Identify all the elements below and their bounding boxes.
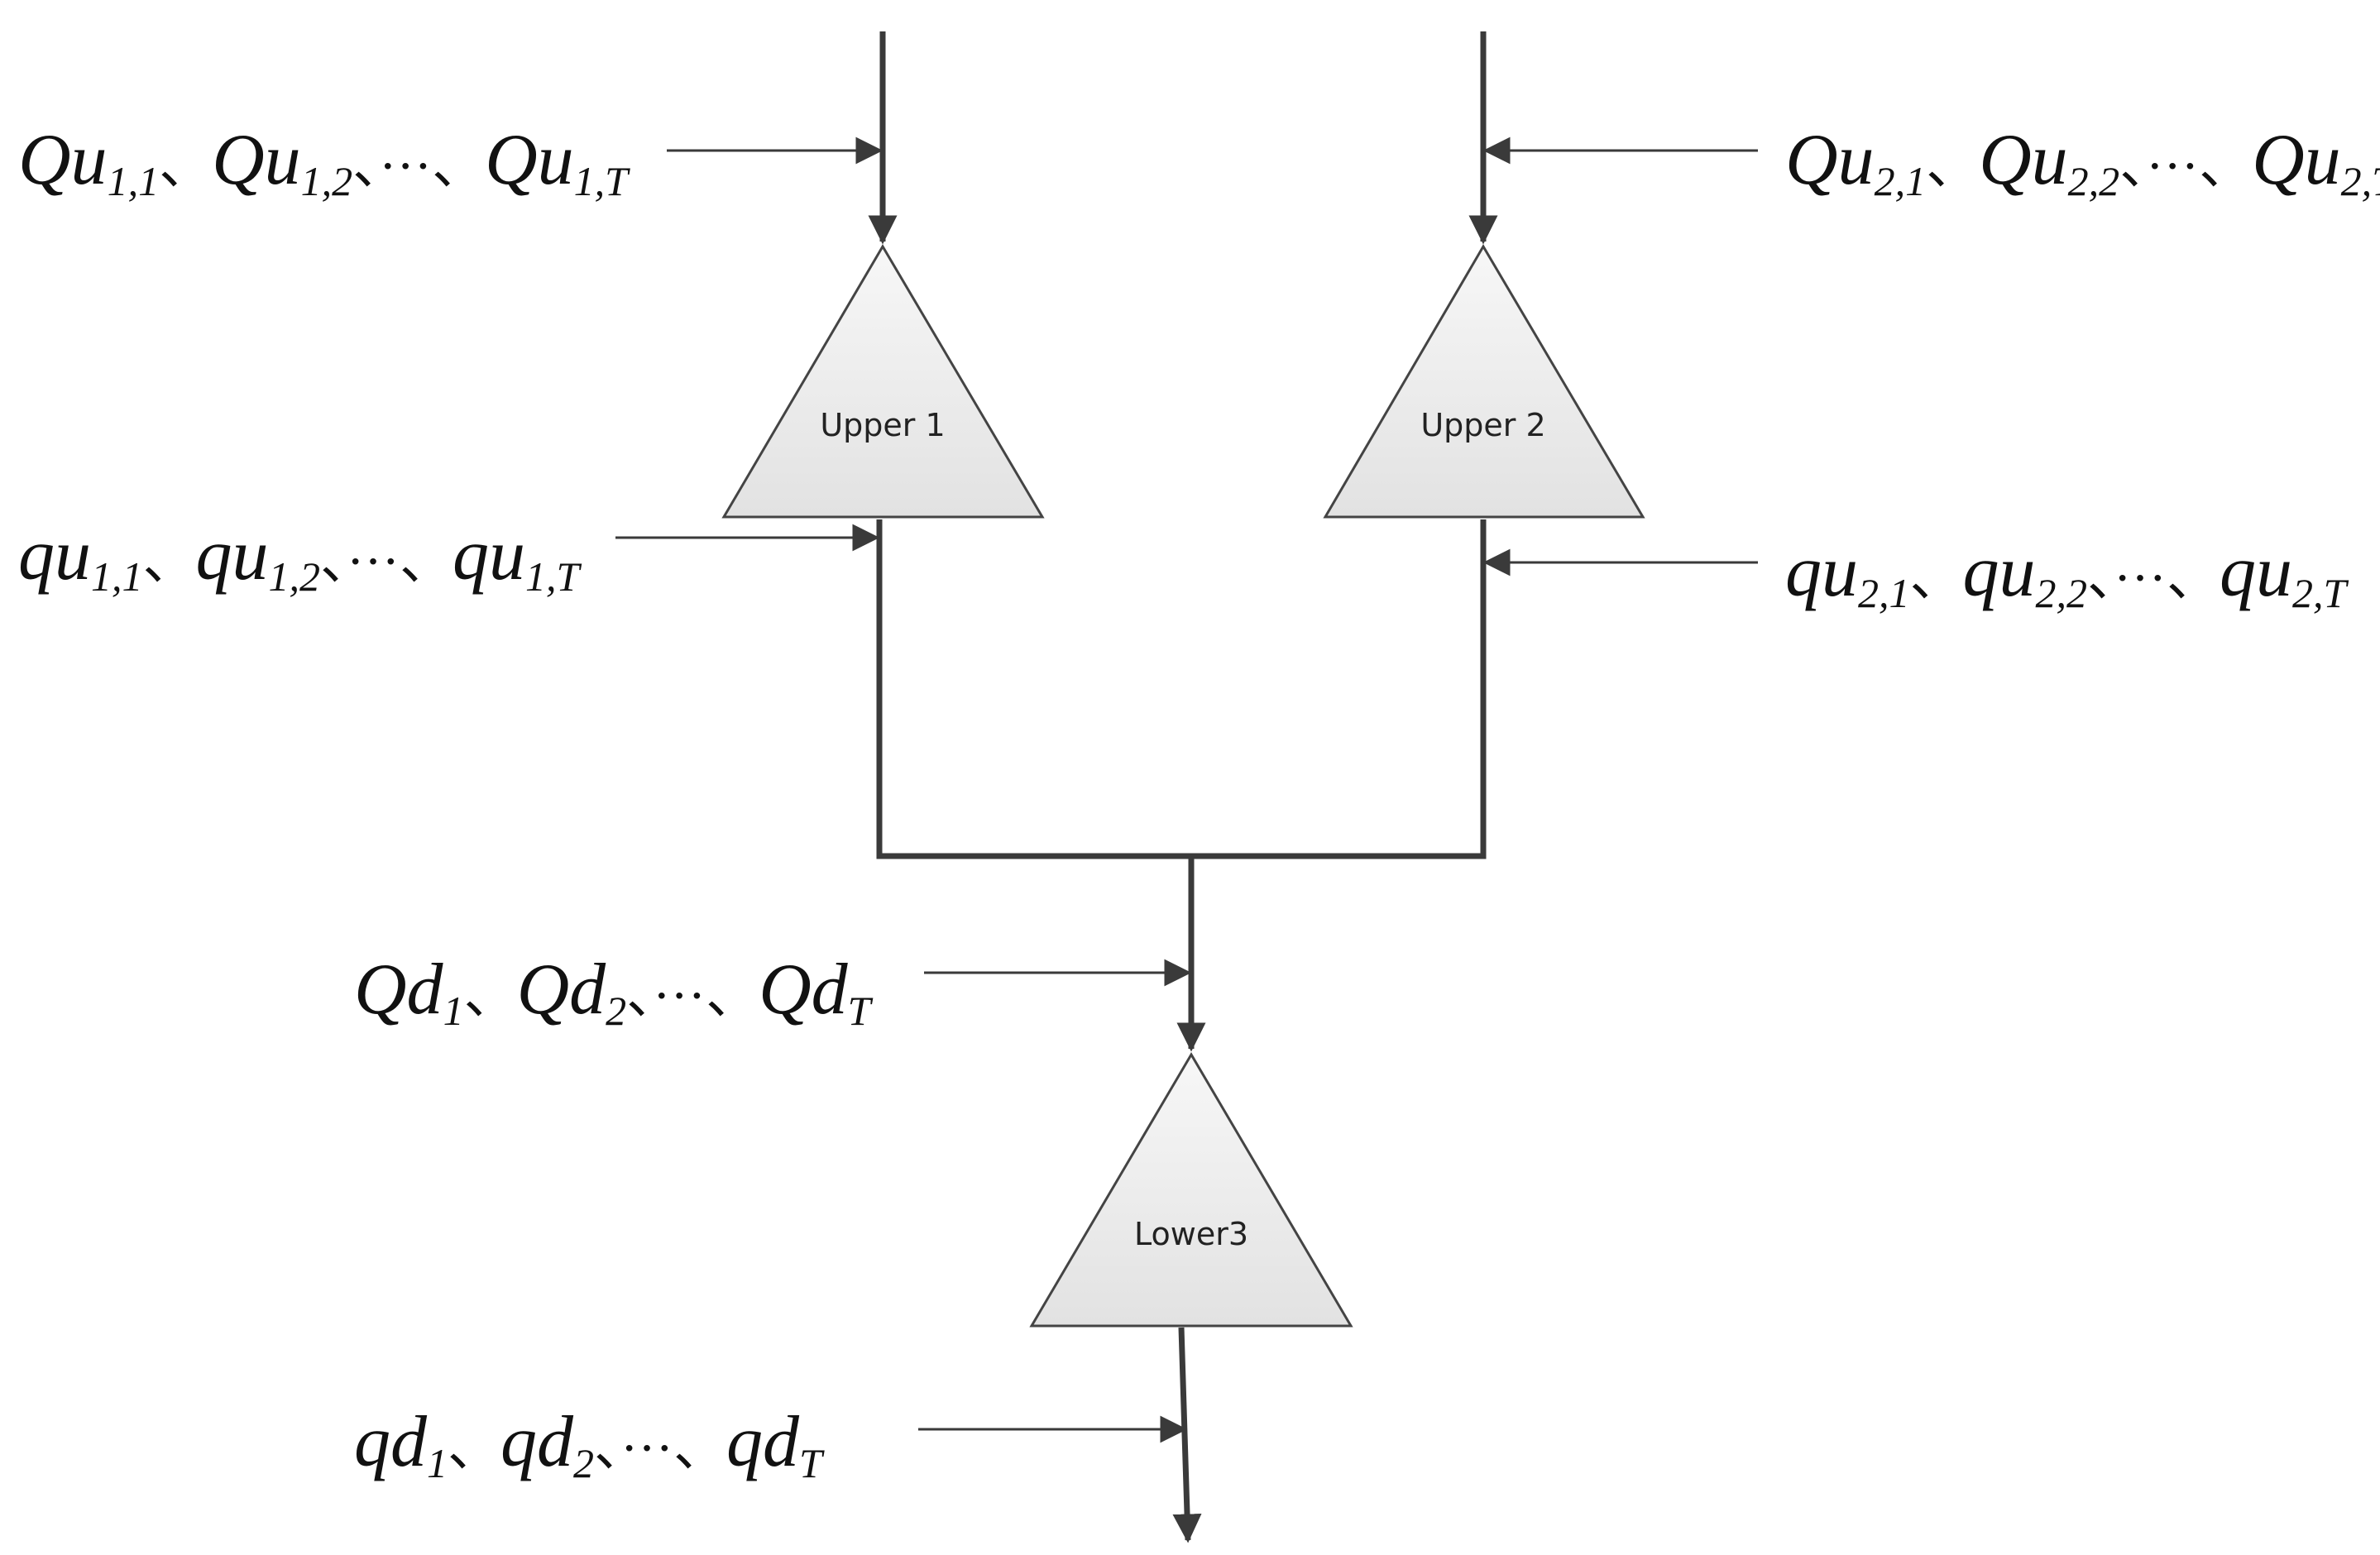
- series-term-subscript: 1,1: [91, 553, 143, 600]
- series-separator: 、: [1910, 548, 1963, 607]
- series-separator: 、: [448, 1419, 500, 1477]
- lower3-label: Lower3: [1134, 1216, 1248, 1252]
- series-term-subscript: 1: [427, 1440, 448, 1486]
- series-term-subscript: 2,1: [1875, 158, 1927, 204]
- series-term-subscript: 2,2: [2068, 158, 2120, 204]
- series-separator: 、: [2199, 136, 2252, 195]
- series-separator: 、: [159, 136, 212, 195]
- confluence-line: [876, 519, 1487, 859]
- series-term-subscript: 1,2: [269, 553, 321, 600]
- series-term-subscript: 2,2: [2036, 570, 2088, 616]
- series-term-subscript: 2,T: [2292, 570, 2349, 616]
- series-term-base: Qu: [2252, 120, 2341, 200]
- series-ellipsis: ···: [2146, 136, 2199, 195]
- series-separator: 、: [464, 966, 517, 1025]
- series-ellipsis: ···: [620, 1419, 673, 1477]
- series-term-base: Qd: [759, 950, 849, 1030]
- series-term-base: qd: [500, 1402, 574, 1482]
- series-term-base: Qd: [354, 950, 444, 1030]
- series-term-subscript: 2,T: [2341, 158, 2380, 204]
- series-term-subscript: 1,1: [108, 158, 160, 204]
- series-separator: 、: [143, 532, 196, 591]
- series-term-base: Qd: [517, 950, 607, 1030]
- series-term-base: Qu: [18, 120, 108, 200]
- series-separator: 、: [432, 136, 485, 195]
- upper1-reservoir: [721, 244, 1045, 519]
- series-separator: 、: [2087, 548, 2114, 607]
- lower-release-series: qd1、qd2、···、qdT: [354, 1402, 825, 1486]
- series-term-subscript: 2: [606, 988, 626, 1034]
- series-separator: 、: [673, 1419, 726, 1477]
- upper2-inflow-series: Qu2,1、Qu2,2、···、Qu2,T: [1785, 120, 2380, 204]
- series-separator: 、: [2119, 136, 2146, 195]
- series-term-base: qd: [354, 1402, 428, 1482]
- upper1-label: Upper 1: [820, 407, 945, 443]
- series-separator: 、: [400, 532, 453, 591]
- series-term-base: qd: [726, 1402, 800, 1482]
- series-term-base: qu: [1785, 532, 1858, 612]
- lower-inflow-series: Qd1、Qd2、···、QdT: [354, 950, 874, 1034]
- series-term-base: Qu: [485, 120, 574, 200]
- series-separator: 、: [320, 532, 347, 591]
- series-separator: 、: [626, 966, 653, 1025]
- series-ellipsis: ···: [347, 532, 400, 591]
- series-term-base: qu: [1963, 532, 2036, 612]
- lower3-reservoir: [1029, 1052, 1353, 1328]
- series-term-base: qu: [196, 515, 269, 596]
- series-separator: 、: [2167, 548, 2220, 607]
- series-term-subscript: T: [848, 988, 874, 1034]
- series-term-subscript: 1,T: [574, 158, 631, 204]
- series-term-base: qu: [453, 515, 525, 596]
- series-ellipsis: ···: [2114, 548, 2167, 607]
- upper2-label: Upper 2: [1420, 407, 1545, 443]
- series-ellipsis: ···: [653, 966, 706, 1025]
- series-term-base: Qu: [1979, 120, 2068, 200]
- series-term-base: qu: [2220, 532, 2292, 612]
- series-ellipsis: ···: [379, 136, 432, 195]
- series-separator: 、: [594, 1419, 620, 1477]
- series-term-subscript: 1: [443, 988, 464, 1034]
- series-term-subscript: 2: [573, 1440, 594, 1486]
- upper2-reservoir: [1323, 244, 1645, 519]
- lower-release-line: [1172, 1327, 1202, 1543]
- upper2-release-series: qu2,1、qu2,2、···、qu2,T: [1785, 532, 2349, 616]
- upper1-release-series: qu1,1、qu1,2、···、qu1,T: [18, 515, 582, 600]
- series-separator: 、: [352, 136, 379, 195]
- series-term-base: Qu: [1785, 120, 1875, 200]
- series-term-base: qu: [18, 515, 91, 596]
- series-term-subscript: T: [799, 1440, 825, 1486]
- series-term-subscript: 2,1: [1858, 570, 1910, 616]
- upper1-inflow-series: Qu1,1、Qu1,2、···、Qu1,T: [18, 120, 630, 204]
- series-term-subscript: 1,2: [301, 158, 353, 204]
- series-term-subscript: 1,T: [525, 553, 582, 600]
- series-separator: 、: [706, 966, 759, 1025]
- series-separator: 、: [1926, 136, 1979, 195]
- series-term-base: Qu: [212, 120, 301, 200]
